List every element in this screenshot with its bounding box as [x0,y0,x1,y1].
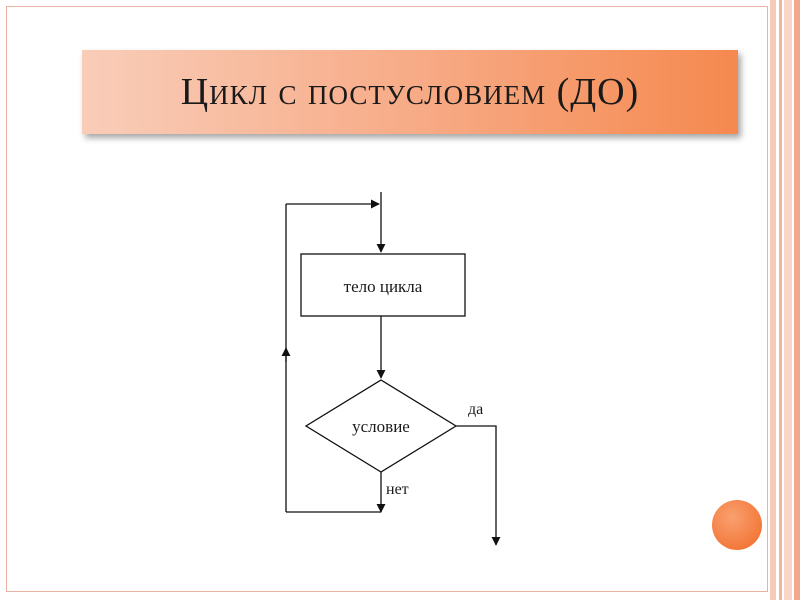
process-box [300,253,466,317]
yes-label: да [468,401,483,418]
stripe [784,0,792,600]
process-label: тело цикла [344,277,423,296]
slide-title: Цикл с постусловием (ДО) [180,71,640,113]
title-banner: Цикл с постусловием (ДО) [82,50,738,134]
no-label: нет [386,481,409,498]
stripe [770,0,776,600]
decision-label: условие [352,417,410,436]
stripe [794,0,800,600]
decorative-circle [712,500,762,550]
decorative-stripes [770,0,800,600]
stripe [779,0,782,600]
yes-branch-line [456,425,501,546]
